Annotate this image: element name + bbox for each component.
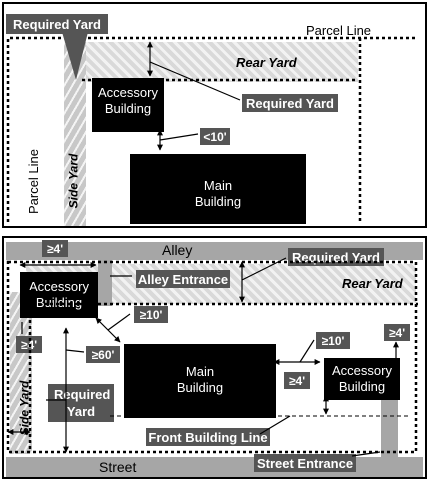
ge60-tag: ≥60' (86, 346, 120, 363)
bottom-side-yard-label: Side Yard (17, 380, 32, 436)
bottom-accessory-right-label: Accessory Building (332, 363, 392, 394)
ge10-left-tag: ≥10' (134, 306, 168, 323)
required-yard-top-tag: Required Yard (288, 248, 384, 266)
front-building-line-tag: Front Building Line (146, 428, 270, 446)
top-side-yard-label: Side Yard (66, 153, 81, 209)
ge10-right-tag: ≥10' (316, 332, 350, 349)
top-rear-yard-label: Rear Yard (236, 55, 297, 70)
top-accessory-building: Accessory Building (92, 78, 164, 132)
required-yard-mid-tag: Required Yard (48, 384, 114, 422)
street-entrance-driveway (381, 396, 398, 458)
ge4-right-top-tag: ≥4' (384, 324, 410, 341)
bottom-accessory-building-right: Accessory Building (324, 358, 400, 400)
ge4-left-tag: ≥4' (16, 336, 42, 353)
ge4-right-mid-tag: ≥4' (284, 372, 310, 389)
top-required-yard-tag: Required Yard (242, 94, 338, 112)
street-entrance-tag: Street Entrance (254, 454, 356, 472)
alley-entrance-driveway (98, 260, 112, 306)
ge4-top-tag: ≥4' (42, 240, 68, 257)
top-parcel-line-side-label: Parcel Line (26, 148, 42, 215)
street-road (6, 457, 423, 477)
required-yard-mid-label: Required Yard (54, 387, 111, 419)
alley-label: Alley (162, 242, 193, 258)
top-diagram-panel: Parcel Line Parcel Line Rear Yard Side Y… (2, 2, 427, 228)
top-distance-lt10-tag: <10' (200, 128, 230, 145)
street-label: Street (99, 459, 137, 475)
top-required-yard-corner-tag: Required Yard (6, 14, 108, 34)
top-main-building: Main Building (130, 154, 306, 224)
bottom-diagram-panel: Alley Street Rear Yard Side Yard Accesso… (2, 236, 427, 479)
bottom-main-building: Main Building (124, 344, 276, 418)
top-main-building-label: Main Building (194, 178, 242, 209)
top-rear-yard-area (64, 42, 358, 82)
alley-entrance-tag: Alley Entrance (136, 270, 230, 288)
top-accessory-building-label: Accessory Building (98, 85, 158, 116)
bottom-rear-yard-label: Rear Yard (342, 276, 403, 291)
top-parcel-line-label: Parcel Line (306, 23, 372, 38)
bottom-main-building-label: Main Building (176, 364, 224, 395)
bottom-accessory-left-label: Accessory Building (29, 279, 89, 310)
bottom-accessory-building-left: Accessory Building (20, 272, 98, 318)
